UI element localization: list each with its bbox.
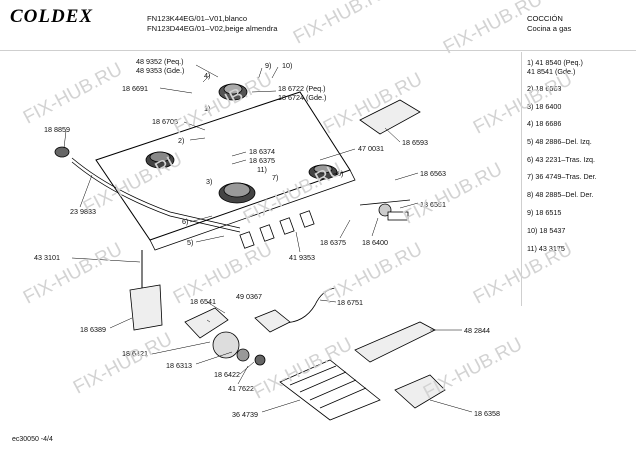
section-subtitle: Cocina a gas — [527, 24, 572, 33]
legend-item: 2) 18 6663 — [527, 84, 562, 93]
legend-item: 4) 18 6686 — [527, 119, 562, 128]
part-label: 18 6708 — [152, 117, 178, 126]
callout-number: 11) — [257, 165, 267, 174]
part-label: 18 6358 — [474, 409, 500, 418]
part-label: 49 0367 — [236, 292, 262, 301]
part-label: 18 6722 (Peq.) — [278, 84, 326, 93]
legend-item: 7) 36 4749–Tras. Der. — [527, 172, 597, 181]
legend-divider — [521, 52, 522, 306]
part-label: 18 6374 — [249, 147, 275, 156]
part-label: 36 4739 — [232, 410, 258, 419]
callout-number: 1) — [204, 104, 211, 113]
header-divider — [0, 50, 636, 51]
part-label: 18 6389 — [80, 325, 106, 334]
part-label: 18 6400 — [362, 238, 388, 247]
callout-number: 8) — [337, 169, 344, 178]
part-label: 41 7622 — [228, 384, 254, 393]
legend-item: 3) 18 6400 — [527, 102, 562, 111]
part-label: 48 9353 (Gde.) — [136, 66, 185, 75]
callout-number: 9) — [265, 61, 272, 70]
part-label: 47 0031 — [358, 144, 384, 153]
part-label: 18 6375 — [249, 156, 275, 165]
callout-number: 6) — [182, 217, 189, 226]
model-line-2: FN123D44EG/01–V02,beige almendra — [147, 24, 278, 33]
legend-item: 1) 41 8540 (Peq.) — [527, 58, 583, 67]
callout-number: 4) — [204, 71, 211, 80]
part-label: 18 6751 — [337, 298, 363, 307]
part-label: 18 8859 — [44, 125, 70, 134]
legend-item: 6) 43 2231–Tras. Izq. — [527, 155, 596, 164]
diagram-code: ec30050 -4/4 — [12, 436, 53, 443]
legend-item: 9) 18 6515 — [527, 208, 562, 217]
part-label: 18 6422 — [214, 370, 240, 379]
part-label: 18 6724 (Gde.) — [278, 93, 327, 102]
legend-item: 10) 18 5437 — [527, 226, 566, 235]
callout-number: 5) — [187, 238, 194, 247]
part-label: 18 6551 — [420, 200, 446, 209]
section-title: COCCIÓN — [527, 14, 563, 23]
part-label: 41 9353 — [289, 253, 315, 262]
part-label: 23 9833 — [70, 207, 96, 216]
part-label: 18 6563 — [420, 169, 446, 178]
part-label: 43 3101 — [34, 253, 60, 262]
legend-item: 41 8541 (Gde.) — [527, 67, 576, 76]
part-label: 48 2844 — [464, 326, 490, 335]
part-label: 18 6541 — [190, 297, 216, 306]
part-label: 18 6691 — [122, 84, 148, 93]
part-label: 48 9352 (Peq.) — [136, 57, 184, 66]
brand-logo: COLDEX — [10, 6, 94, 27]
part-label: 18 6593 — [402, 138, 428, 147]
callout-number: 2) — [178, 136, 185, 145]
part-label: 18 6421 — [122, 349, 148, 358]
callout-number: 3) — [206, 177, 213, 186]
legend-item: 11) 43 3175 — [527, 244, 565, 253]
legend-item: 5) 48 2886–Del. Izq. — [527, 137, 592, 146]
callout-number: 10) — [282, 61, 293, 70]
model-line-1: FN123K44EG/01–V01,blanco — [147, 14, 248, 23]
legend-item: 8) 48 2885–Del. Der. — [527, 190, 594, 199]
part-label: 18 6313 — [166, 361, 192, 370]
part-label: 18 6375 — [320, 238, 346, 247]
callout-number: 7) — [272, 173, 279, 182]
